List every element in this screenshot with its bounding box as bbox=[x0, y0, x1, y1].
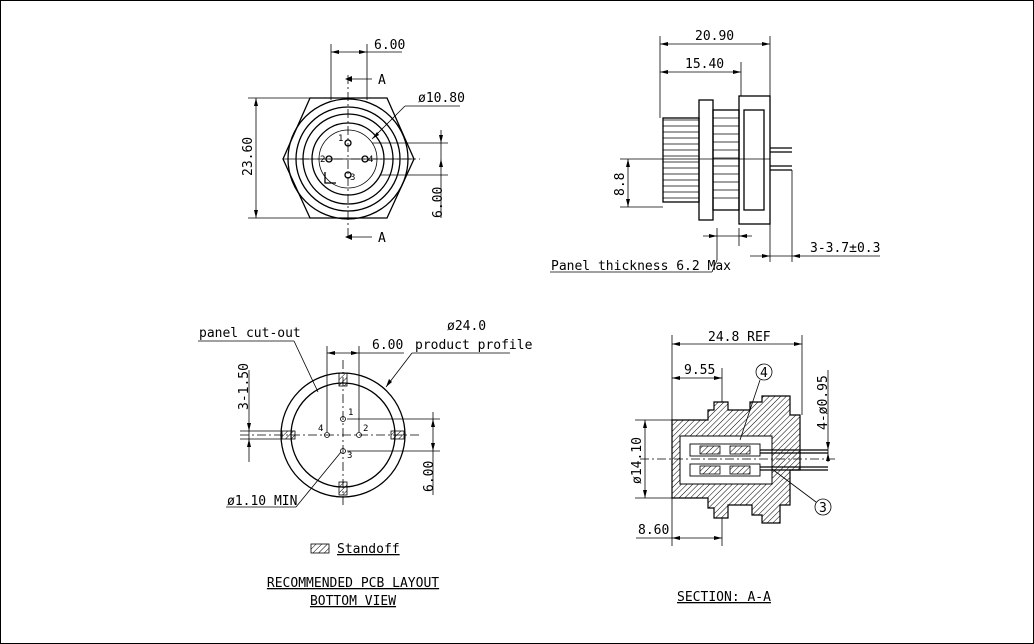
dim-front-height: 23.60 bbox=[241, 137, 256, 176]
pin-2-label: 2 bbox=[320, 155, 325, 165]
pin-1-label: 1 bbox=[338, 134, 343, 144]
note-panel-thickness: Panel thickness 6.2 Max bbox=[551, 259, 731, 274]
pin-4-label: 4 bbox=[368, 155, 373, 165]
legend-standoff-label: Standoff bbox=[337, 542, 400, 557]
label-dia-24: ø24.0 bbox=[447, 319, 486, 334]
note-pins-length: 3-3.7±0.3 bbox=[810, 241, 880, 256]
front-view: 1 2 3 4 A A 6.00 ø10.80 23.60 bbox=[241, 38, 465, 246]
label-product-profile: product profile bbox=[415, 338, 533, 353]
pcb-pin-4-label: 4 bbox=[318, 424, 323, 434]
pcb-title-line1: RECOMMENDED PCB LAYOUT bbox=[267, 576, 439, 591]
pin-3-label: 3 bbox=[350, 173, 355, 183]
dim-front-top: 6.00 bbox=[374, 38, 405, 53]
dim-side-total: 20.90 bbox=[695, 29, 734, 44]
dim-section-pin: 4-ø0.95 bbox=[816, 375, 831, 430]
dim-side-pin-height: 8.8 bbox=[613, 173, 628, 196]
callout-3-circle bbox=[814, 498, 832, 516]
callout-4-circle bbox=[755, 363, 773, 381]
dim-pcb-right: 6.00 bbox=[422, 461, 437, 492]
section-marker-bottom: A bbox=[378, 231, 386, 246]
pcb-layout: 1 2 3 4 6.00 3-1.50 6.00 panel cut-out ø… bbox=[198, 319, 533, 609]
dim-section-dia: ø14.10 bbox=[630, 437, 645, 484]
label-panel-cutout: panel cut-out bbox=[199, 326, 301, 341]
section-view: 24.8 REF 9.55 ø14.10 4-ø0.95 8.60 4 3 bbox=[630, 330, 835, 605]
dim-front-right: 6.00 bbox=[431, 187, 446, 218]
dim-side-body: 15.40 bbox=[685, 57, 724, 72]
callout-3-label: 3 bbox=[819, 501, 827, 516]
dim-pcb-hole: ø1.10 MIN bbox=[227, 494, 297, 509]
section-title: SECTION: A-A bbox=[677, 590, 771, 605]
dim-front-dia: ø10.80 bbox=[418, 91, 465, 106]
dim-section-left: 9.55 bbox=[684, 363, 715, 378]
dim-pcb-top: 6.00 bbox=[372, 338, 403, 353]
callout-4-label: 4 bbox=[760, 366, 768, 381]
dim-section-bottom: 8.60 bbox=[638, 523, 669, 538]
section-marker-top: A bbox=[378, 73, 386, 88]
pcb-pin-2-label: 2 bbox=[363, 424, 368, 434]
pcb-pin-1-label: 1 bbox=[348, 408, 353, 418]
dim-pcb-left: 3-1.50 bbox=[237, 363, 252, 410]
side-view: 20.90 15.40 8.8 Panel thickness 6.2 Max … bbox=[550, 29, 880, 274]
pcb-pin-3-label: 3 bbox=[347, 451, 352, 461]
pcb-title-line2: BOTTOM VIEW bbox=[310, 594, 396, 609]
dim-section-ref: 24.8 REF bbox=[708, 330, 771, 345]
legend-standoff-swatch bbox=[310, 543, 330, 554]
